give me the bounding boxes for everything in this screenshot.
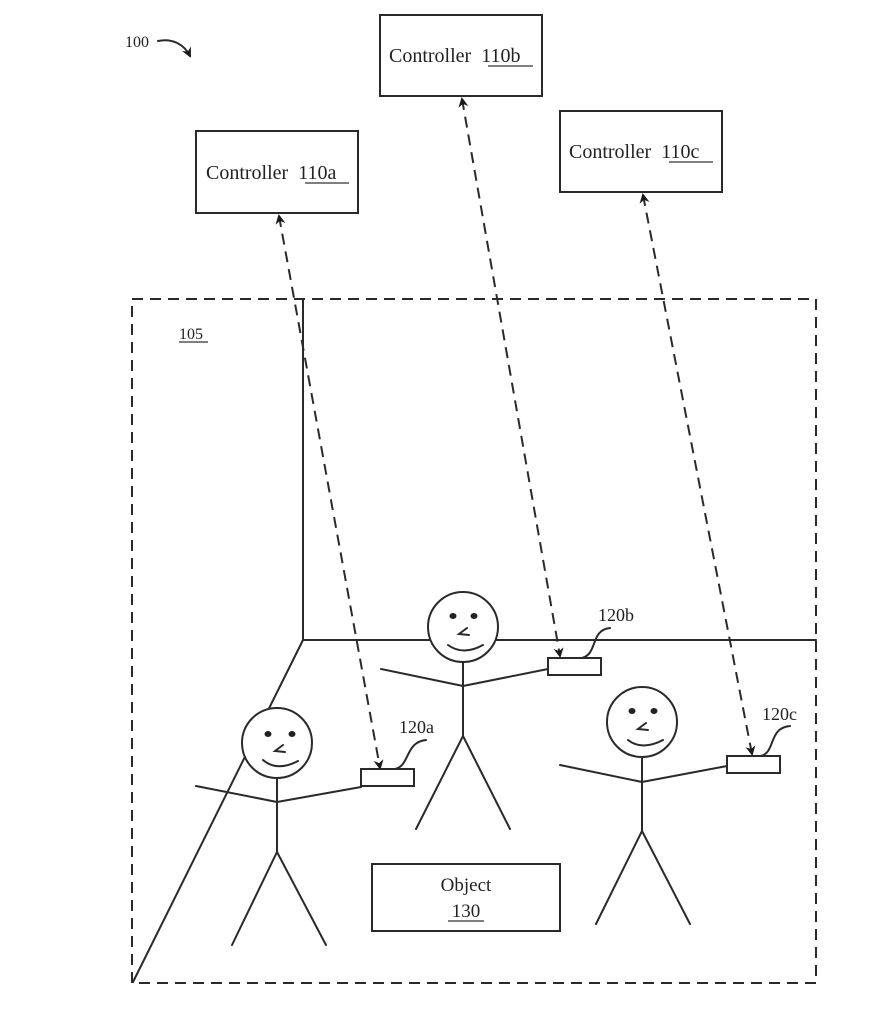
person-b-nose [456,627,470,636]
link-110c-120c [639,193,756,756]
controller-110a-name: Controller [206,162,289,184]
link-110a-120a [275,214,384,770]
room-floor-left-edge [132,639,304,983]
controller-110c-name: Controller [569,141,652,163]
person-b-right-eye [470,613,478,619]
person-a [195,707,362,946]
person-c-left-eye [628,708,636,714]
person-b [380,591,549,830]
figure-ref-arrow [157,39,191,58]
controller-110c: Controller 110c [559,110,723,193]
person-a-head [241,707,313,779]
person-c [559,686,728,925]
person-c-head [606,686,678,758]
person-b-left-eye [449,613,457,619]
person-c-right-eye [650,708,658,714]
svg-text:Controller 110b: Controller 110b [389,45,520,67]
person-c-nose [635,722,649,731]
svg-text:Controller 110c: Controller 110c [569,141,699,163]
controller-110b-name: Controller [389,45,472,67]
figure-ref-label: 100 [125,34,149,51]
controller-110a-ref: 110a [298,162,336,184]
link-110b-120b [458,97,564,658]
object-130: Object 130 [371,863,561,932]
device-120c-label: 120c [762,704,797,724]
device-120a-label: 120a [399,717,434,737]
device-120b: 120b [547,605,634,676]
environment-label: 105 [179,326,203,343]
controller-110b: Controller 110b [379,14,543,97]
person-a-right-eye [288,731,296,737]
person-a-smile [262,759,299,768]
device-120c: 120c [726,704,797,774]
person-c-smile [627,739,664,747]
person-b-head [427,591,499,663]
person-a-left-eye [264,731,272,737]
device-120a: 120a [360,717,434,787]
controller-110c-ref: 110c [661,141,699,163]
controller-110b-ref: 110b [481,45,520,67]
person-a-nose [272,744,286,753]
object-ref: 130 [452,901,481,922]
object-name: Object [441,875,492,896]
controller-110a: Controller 110a [195,130,359,214]
device-120b-label: 120b [598,605,634,625]
svg-text:Controller 110a: Controller 110a [206,162,336,184]
person-b-smile [447,644,484,652]
